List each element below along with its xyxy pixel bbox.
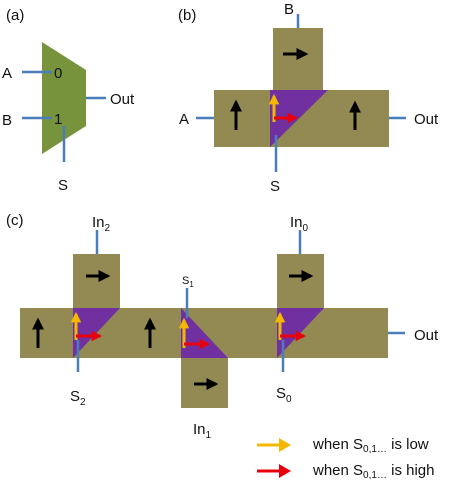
red-arrow-icon (257, 464, 291, 478)
mux-pin-0-label: 0 (54, 65, 62, 82)
select-0-label: S0 (276, 385, 292, 405)
panel-a-label: (a) (6, 7, 24, 24)
input-b-label: B (284, 1, 294, 18)
output-label: Out (414, 111, 439, 128)
legend-item-high: when S0,1… is high (255, 460, 434, 482)
panel-c-label: (c) (6, 212, 24, 229)
select-2-label: S2 (70, 388, 86, 408)
mux-pin-1-label: 1 (54, 111, 62, 128)
legend: when S0,1… is low when S0,1… is high (255, 430, 460, 486)
mux-input-b-label: B (2, 112, 12, 129)
panel-c: (c) In2 In0 In1 S1 S2 (6, 212, 439, 441)
input-a-label: A (179, 111, 189, 128)
mux-input-a-label: A (2, 65, 12, 82)
select-label: S (270, 178, 280, 195)
multiplexer-symbol (42, 42, 86, 154)
switch-junction (270, 90, 328, 147)
panel-b-label: (b) (178, 7, 196, 24)
panel-b: (b) B A Out S (178, 1, 439, 195)
input-2-channel (73, 254, 120, 308)
mux-select-label: S (58, 177, 68, 194)
mux-output-label: Out (110, 91, 135, 108)
input-0-channel (277, 254, 324, 308)
input-1-label: In1 (193, 421, 212, 441)
input-b-channel (273, 28, 323, 90)
yellow-arrow-icon (257, 438, 291, 452)
legend-label-high: when S0,1… is high (313, 461, 435, 481)
output-label: Out (414, 327, 439, 344)
input-0-label: In0 (290, 214, 309, 234)
legend-item-low: when S0,1… is low (255, 434, 429, 456)
legend-label-low: when S0,1… is low (313, 435, 429, 455)
panel-a: (a) A B 0 1 Out S (2, 7, 135, 194)
select-1-label: S1 (182, 275, 194, 289)
input-2-label: In2 (92, 214, 111, 234)
